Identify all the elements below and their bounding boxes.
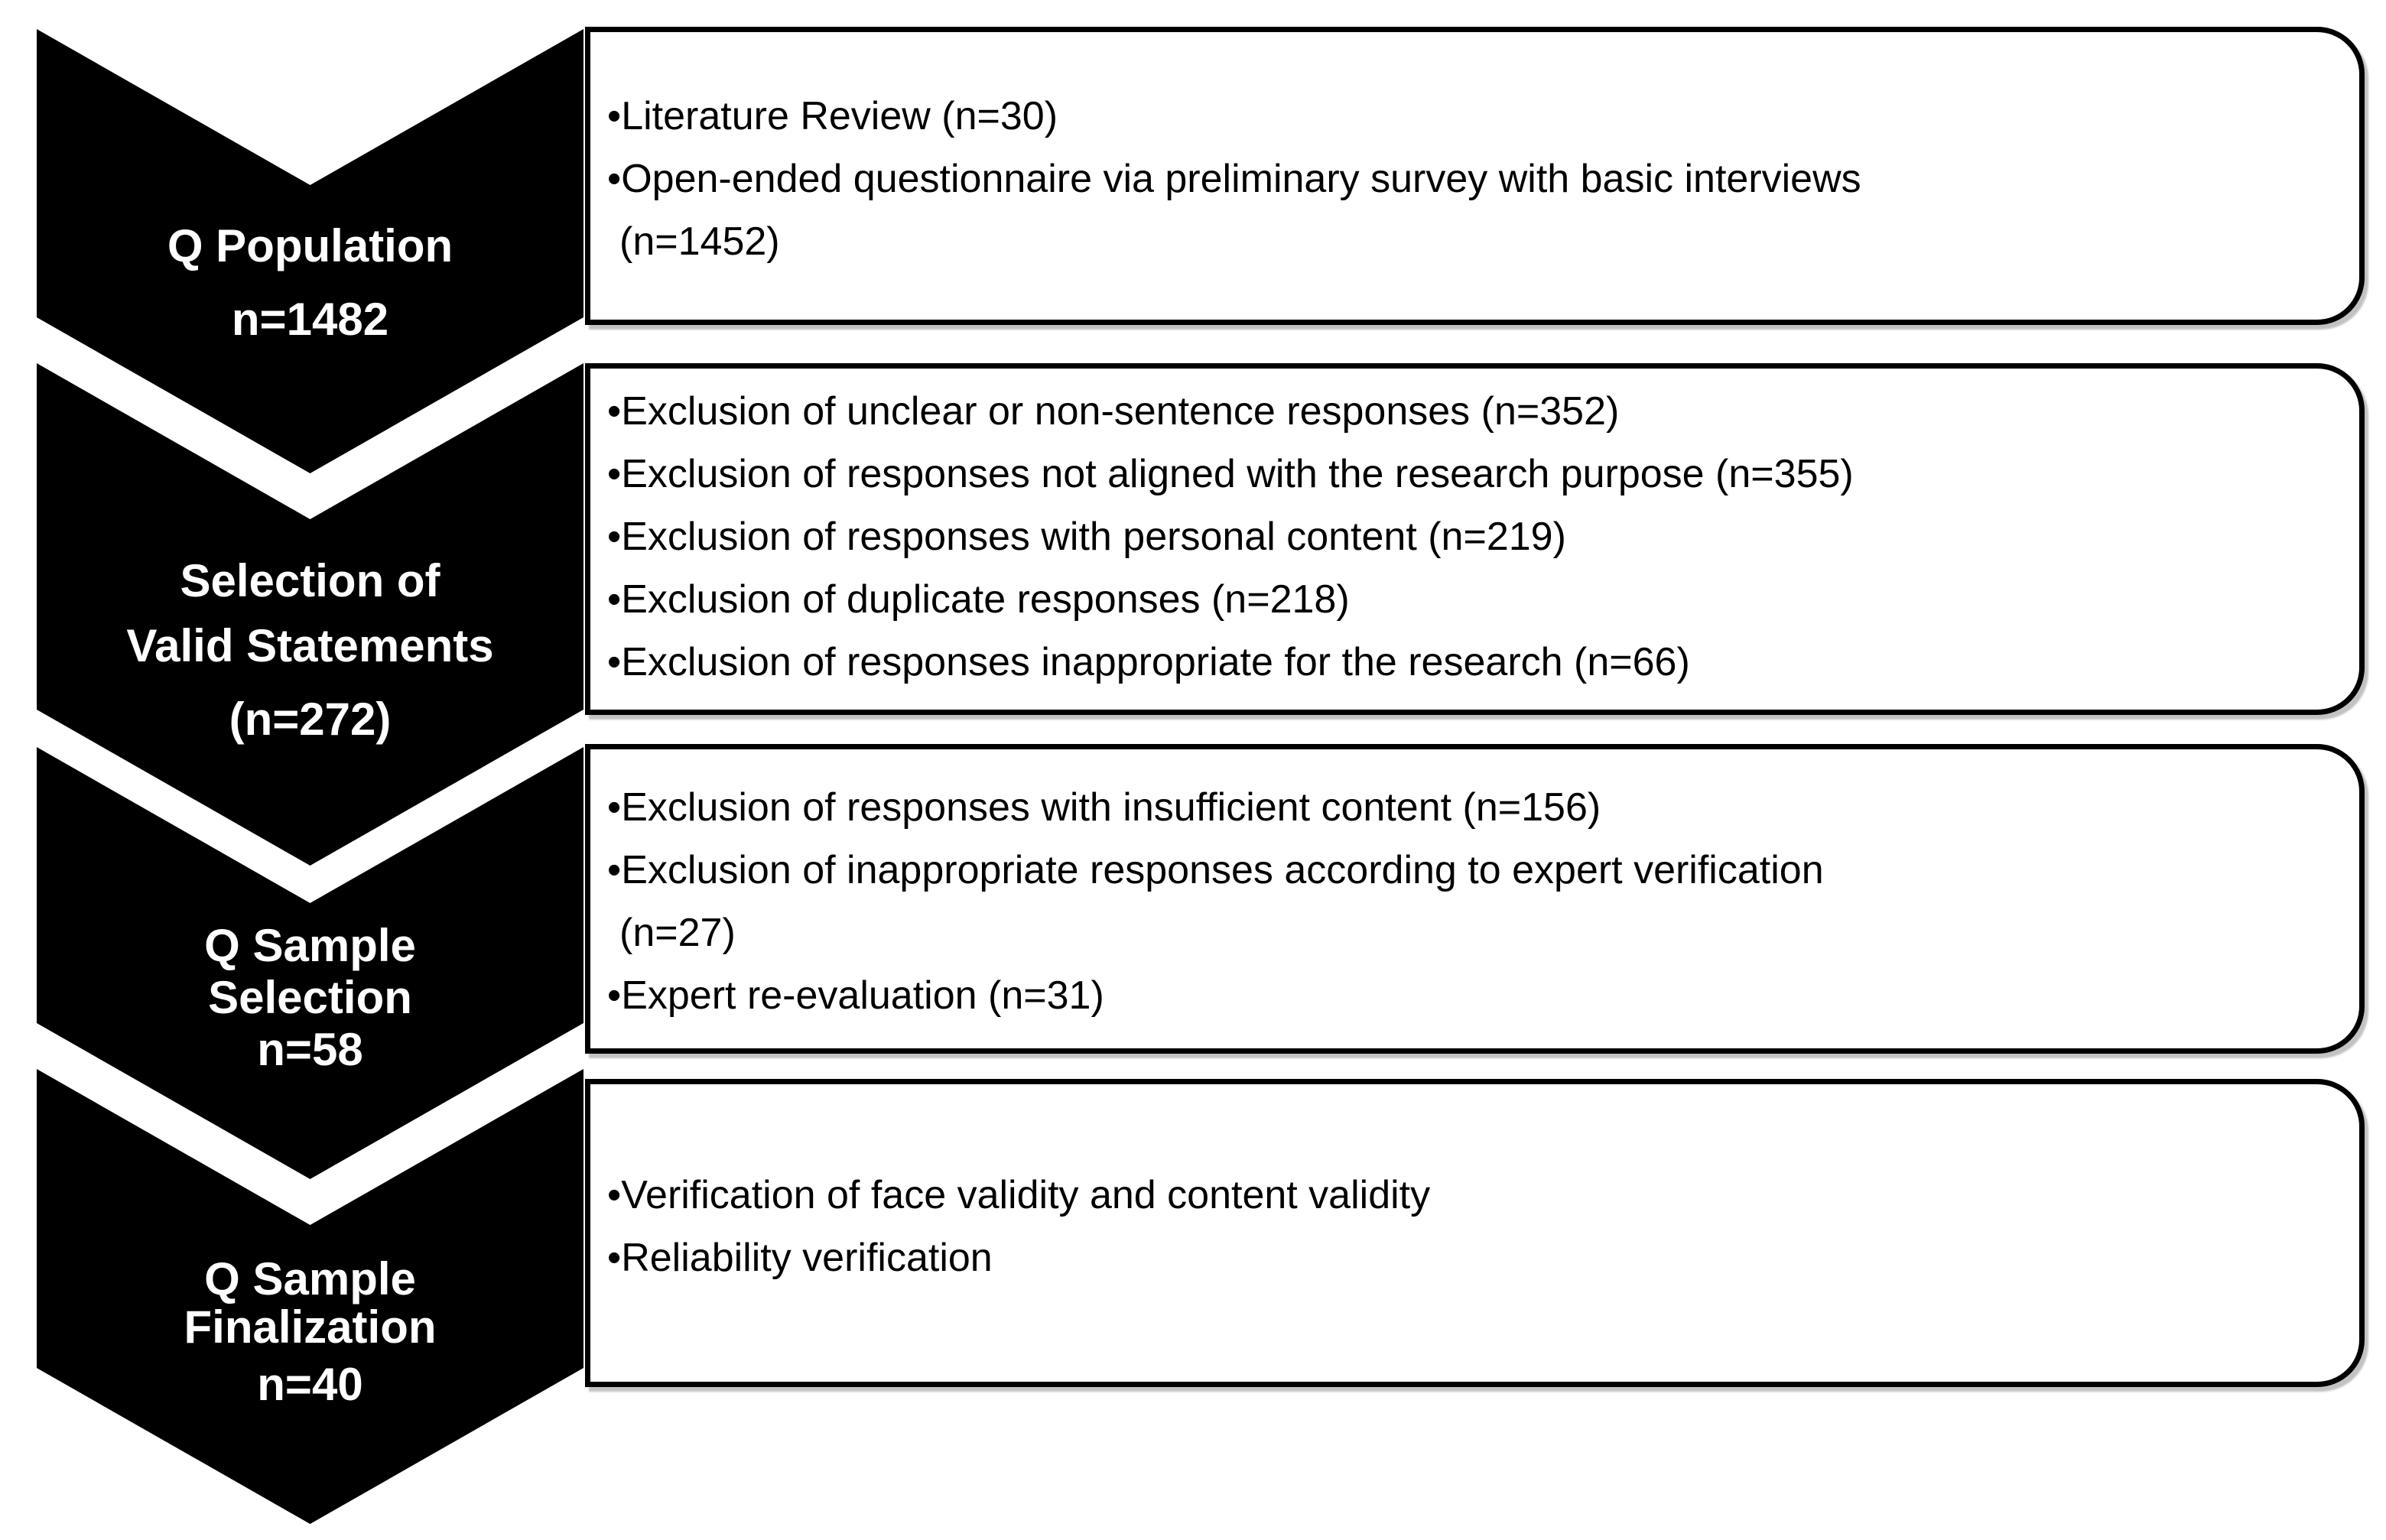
bullet-line: •Exclusion of unclear or non-sentence re…	[607, 389, 1620, 434]
bullet-line: •Exclusion of duplicate responses (n=218…	[607, 577, 1350, 622]
bullet-line: •Exclusion of responses inappropriate fo…	[607, 640, 1690, 684]
bullet-continuation-line: (n=27)	[619, 911, 736, 955]
bullet-continuation-line: (n=1452)	[619, 219, 780, 264]
step-4-label-line: Q Sample	[204, 1253, 416, 1304]
detail-box-2: •Exclusion of unclear or non-sentence re…	[585, 363, 2365, 715]
bullet-line: •Expert re-evaluation (n=31)	[607, 973, 1104, 1018]
bullet-line: •Exclusion of inappropriate responses ac…	[607, 848, 1824, 892]
step-3-label-line: Selection	[208, 972, 412, 1023]
bullet-line: •Exclusion of responses with insufficien…	[607, 785, 1601, 830]
step-4-label-line: Finalization	[184, 1301, 437, 1353]
step-3-count-label: n=58	[257, 1024, 363, 1075]
bullet-line: •Verification of face validity and conte…	[607, 1173, 1431, 1217]
bullet-line: •Literature Review (n=30)	[607, 94, 1058, 138]
bullet-line: •Open-ended questionnaire via preliminar…	[607, 157, 1861, 201]
bullet-line: •Reliability verification	[607, 1236, 993, 1280]
step-3-label-line: Q Sample	[204, 920, 416, 971]
bullet-line: •Exclusion of responses not aligned with…	[607, 452, 1854, 496]
detail-box-3: •Exclusion of responses with insufficien…	[585, 744, 2365, 1054]
detail-box-1: •Literature Review (n=30) •Open-ended qu…	[585, 27, 2365, 325]
step-4-count-label: n=40	[257, 1359, 363, 1410]
detail-box-4: •Verification of face validity and conte…	[585, 1079, 2365, 1387]
flow-step-chevron-1: Q Population n=1482	[37, 29, 583, 473]
bullet-line: •Exclusion of responses with personal co…	[607, 515, 1566, 559]
step-2-label-line: Valid Statements	[126, 620, 494, 671]
step-2-label-line: Selection of	[180, 555, 440, 606]
step-2-count-label: (n=272)	[229, 694, 392, 745]
step-1-label-line: Q Population	[167, 220, 453, 271]
step-1-count-label: n=1482	[231, 294, 389, 345]
